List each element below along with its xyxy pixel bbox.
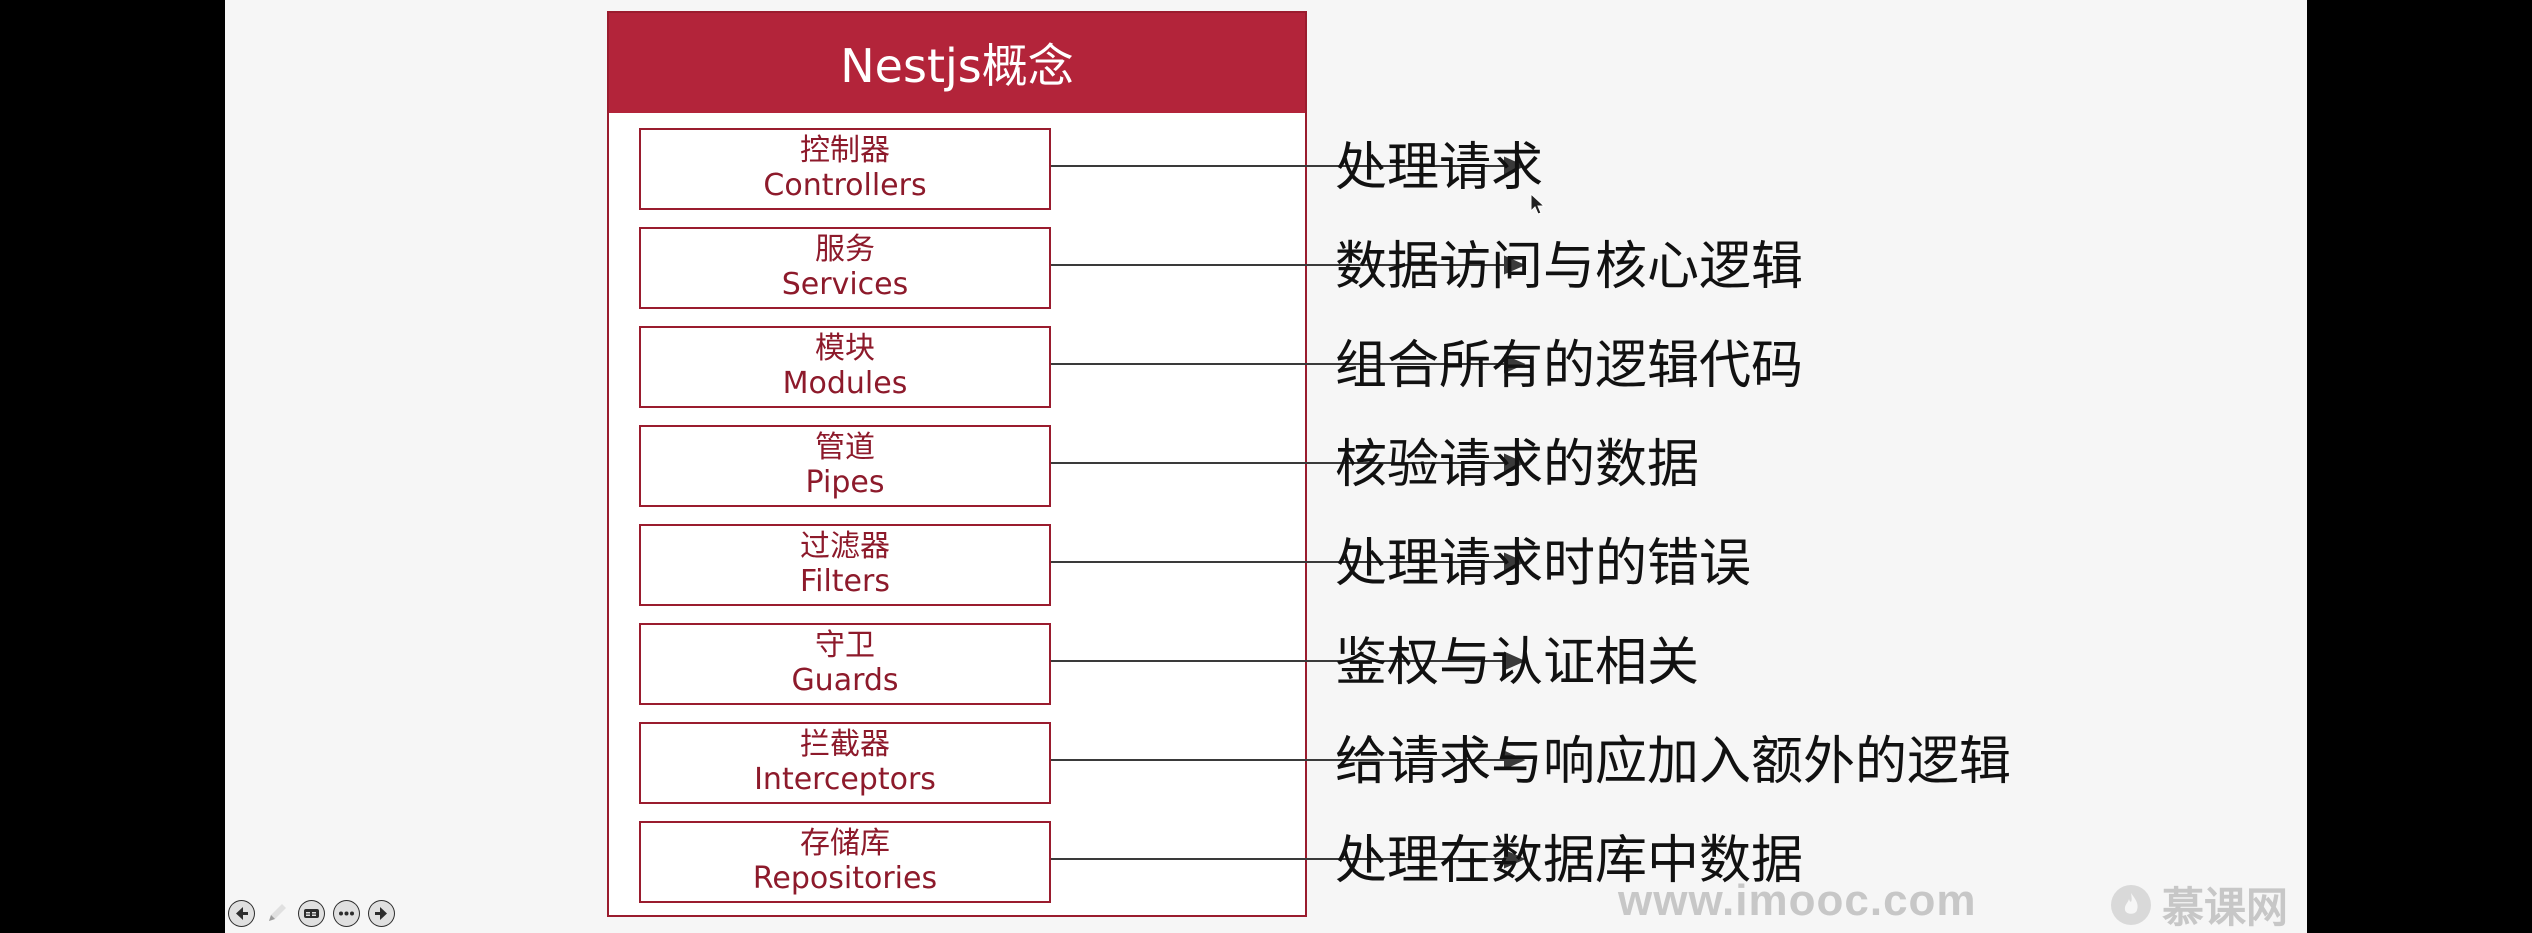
forward-button[interactable] [368, 900, 395, 927]
panel-title: Nestjs概念 [609, 13, 1305, 113]
watermark-url: www.imooc.com [1618, 876, 1977, 925]
arrow-head-icon [1504, 156, 1526, 176]
arrow-head-icon [1504, 651, 1526, 671]
more-icon [334, 901, 359, 926]
concept-en-label: Filters [800, 564, 890, 599]
captions-icon [299, 901, 324, 926]
connector-arrows [1051, 156, 1526, 869]
brand-logo: 慕课网 [2110, 874, 2288, 933]
concept-box-guards: 守卫 Guards [639, 623, 1051, 705]
concept-description: 核验请求的数据 [1335, 435, 1700, 495]
mouse-cursor-icon [1530, 192, 1546, 215]
forward-icon [369, 901, 394, 926]
concept-en-label: Controllers [763, 168, 927, 203]
concept-en-label: Repositories [752, 861, 938, 896]
arrow-head-icon [1504, 354, 1526, 374]
concept-description: 处理在数据库中数据 [1335, 831, 1804, 891]
brand-name: 慕课网 [2162, 883, 2289, 932]
concept-description: 处理请求时的错误 [1335, 534, 1752, 594]
concept-zh-label: 模块 [815, 331, 875, 366]
concept-zh-label: 存储库 [800, 826, 890, 861]
concept-en-label: Services [781, 267, 909, 302]
arrow-head-icon [1504, 750, 1526, 770]
pen-button[interactable] [263, 900, 290, 927]
concept-box-services: 服务 Services [639, 227, 1051, 309]
concept-box-filters: 过滤器 Filters [639, 524, 1051, 606]
concept-zh-label: 管道 [815, 430, 875, 465]
concept-en-label: Guards [791, 663, 899, 698]
arrow-head-icon [1504, 453, 1526, 473]
concept-description: 数据访问与核心逻辑 [1335, 237, 1804, 297]
concept-zh-label: 过滤器 [800, 529, 890, 564]
concept-zh-label: 服务 [815, 232, 875, 267]
concept-description: 鉴权与认证相关 [1335, 633, 1700, 693]
concept-box-interceptors: 拦截器 Interceptors [639, 722, 1051, 804]
arrow-head-icon [1504, 552, 1526, 572]
arrow-head-icon [1504, 255, 1526, 275]
concept-zh-label: 控制器 [800, 133, 890, 168]
concept-box-pipes: 管道 Pipes [639, 425, 1051, 507]
slide: Nestjs概念 控制器 Controllers 服务 Services 模块 … [225, 0, 2307, 933]
concept-en-label: Interceptors [754, 762, 936, 797]
concept-zh-label: 守卫 [815, 628, 875, 663]
concept-zh-label: 拦截器 [800, 727, 890, 762]
more-button[interactable] [333, 900, 360, 927]
pen-icon [269, 904, 286, 921]
player-controls [228, 900, 395, 927]
concept-description: 处理请求 [1335, 138, 1544, 198]
concept-box-repositories: 存储库 Repositories [639, 821, 1051, 903]
back-icon [229, 901, 254, 926]
arrow-head-icon [1504, 849, 1526, 869]
concept-box-modules: 模块 Modules [639, 326, 1051, 408]
back-button[interactable] [228, 900, 255, 927]
captions-button[interactable] [298, 900, 325, 927]
concept-en-label: Modules [782, 366, 908, 401]
concept-description: 给请求与响应加入额外的逻辑 [1335, 732, 2012, 792]
concept-description: 组合所有的逻辑代码 [1335, 336, 1804, 396]
concept-box-controllers: 控制器 Controllers [639, 128, 1051, 210]
concept-en-label: Pipes [805, 465, 885, 500]
flame-logo-icon [2111, 884, 2151, 925]
